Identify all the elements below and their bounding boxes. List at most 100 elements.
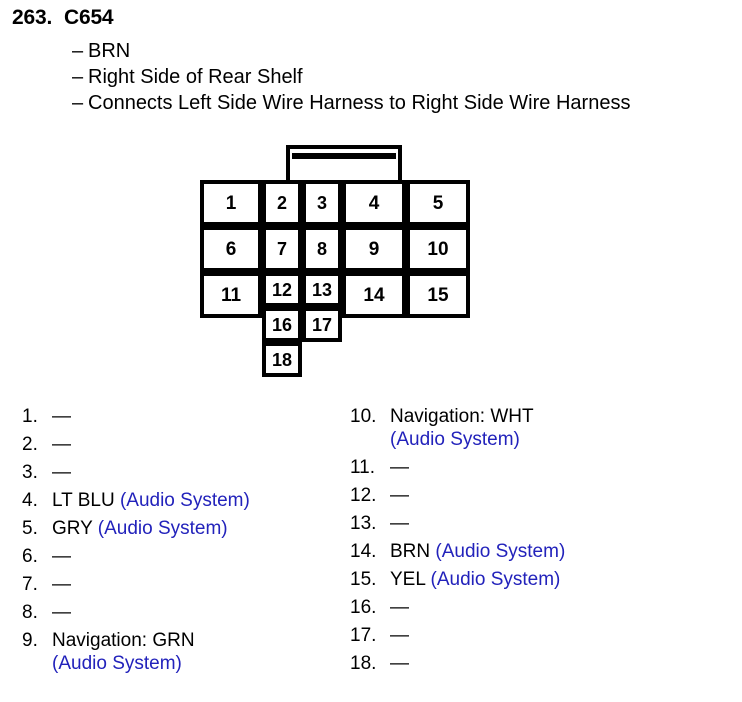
pin-empty-marker: —: [390, 513, 409, 534]
pin-number: 15.: [350, 569, 377, 590]
connector-pin-cell-9: 9: [342, 226, 406, 272]
pin-number: 16.: [350, 597, 377, 618]
pin-list-item: 6.—: [22, 545, 342, 568]
pin-value: —: [390, 652, 730, 675]
pin-cell-number: 2: [276, 193, 287, 213]
pin-number: 3.: [22, 462, 38, 483]
pin-system-note: (Audio System): [52, 653, 182, 674]
pin-wire-label: Navigation: GRN: [52, 630, 195, 651]
connector-pin-cell-8: 8: [302, 226, 342, 272]
description-bullet: –Right Side of Rear Shelf: [72, 64, 630, 90]
connector-id: C654: [64, 6, 114, 29]
pin-list-item: 11.—: [350, 456, 730, 479]
pin-system-note: (Audio System): [97, 518, 228, 539]
connector-pin-cell-13: 13: [302, 272, 342, 307]
pin-cell-number: 12: [271, 279, 293, 300]
pin-list-item: 8. —: [22, 601, 342, 624]
pin-system-note: (Audio System): [390, 429, 520, 450]
pin-number: 17.: [350, 625, 377, 646]
pin-value: BRN (Audio System): [390, 540, 730, 563]
pin-cell-number: 8: [316, 239, 327, 259]
pin-list-item: 13. —: [350, 512, 730, 535]
pin-value: LT BLU (Audio System): [52, 489, 342, 512]
pin-cell-number: 11: [220, 284, 242, 306]
pin-list-item: 9.Navigation: GRN(Audio System): [22, 629, 342, 675]
pin-cell-number: 1: [225, 192, 237, 214]
connector-description-list: –BRN–Right Side of Rear Shelf–Connects L…: [72, 38, 630, 116]
pin-empty-marker: —: [390, 653, 409, 674]
pin-wire-label: BRN: [390, 541, 436, 562]
pin-value: —: [390, 512, 730, 535]
pin-list-item: 1. —: [22, 405, 342, 428]
pin-list-item: 15. YEL (Audio System): [350, 568, 730, 591]
pin-number: 8.: [22, 602, 38, 623]
pin-cell-number: 10: [427, 238, 449, 260]
pin-list-right: 10.Navigation: WHT(Audio System)11.—12.—…: [350, 405, 730, 680]
pin-number: 18.: [350, 653, 377, 674]
pin-value: —: [52, 461, 342, 484]
pin-list-item: 7.—: [22, 573, 342, 596]
pin-empty-marker: —: [390, 485, 409, 506]
pin-number: 14.: [350, 541, 377, 562]
pin-cell-number: 15: [427, 284, 449, 306]
description-bullet-text: Connects Left Side Wire Harness to Right…: [88, 92, 631, 114]
connector-pin-cell-17: 17: [302, 307, 342, 342]
pin-value: —: [390, 624, 730, 647]
pin-value: —: [390, 484, 730, 507]
pin-value: —: [52, 601, 342, 624]
bullet-dash-icon: –: [72, 92, 84, 114]
pin-list-item: 2. —: [22, 433, 342, 456]
pin-empty-marker: —: [52, 434, 71, 455]
bullet-dash-icon: –: [72, 66, 84, 88]
pin-empty-marker: —: [52, 462, 71, 483]
pin-number: 10.: [350, 406, 377, 427]
connector-pin-cell-14: 14: [342, 272, 406, 318]
pin-empty-marker: —: [52, 546, 71, 567]
connector-pin-cell-12: 12: [262, 272, 302, 307]
pin-cell-number: 4: [368, 192, 380, 214]
pin-system-note: (Audio System): [435, 541, 566, 562]
item-number: 263.: [12, 6, 53, 29]
pin-cell-number: 6: [225, 238, 237, 260]
pin-number: 13.: [350, 513, 377, 534]
connector-pin-cell-4: 4: [342, 180, 406, 226]
pin-system-note: (Audio System): [430, 569, 561, 590]
pin-value: YEL (Audio System): [390, 568, 730, 591]
pin-value: Navigation: WHT(Audio System): [390, 405, 730, 451]
connector-pin-cell-15: 15: [406, 272, 470, 318]
pin-cell-number: 14: [363, 284, 385, 306]
pin-number: 1.: [22, 406, 38, 427]
pin-cell-number: 18: [271, 349, 293, 370]
pin-list-item: 3. —: [22, 461, 342, 484]
pin-wire-label: LT BLU: [52, 490, 120, 511]
description-bullet: –Connects Left Side Wire Harness to Righ…: [72, 90, 630, 116]
pin-number: 2.: [22, 434, 38, 455]
pin-wire-label: Navigation: WHT: [390, 406, 534, 427]
pin-empty-marker: —: [390, 625, 409, 646]
pin-cell-number: 13: [311, 279, 333, 300]
pin-empty-marker: —: [52, 406, 71, 427]
pin-value: —: [390, 596, 730, 619]
description-bullet-text: BRN: [88, 40, 131, 62]
pin-list-item: 12.—: [350, 484, 730, 507]
pin-wire-label: GRY: [52, 518, 98, 539]
pin-cell-number: 17: [311, 314, 333, 335]
pin-value: GRY (Audio System): [52, 517, 342, 540]
page-title: 263. C654: [12, 6, 114, 30]
pin-value: —: [390, 456, 730, 479]
pin-number: 5.: [22, 518, 38, 539]
pin-value: —: [52, 573, 342, 596]
pin-list-item: 16. —: [350, 596, 730, 619]
connector-pin-cell-5: 5: [406, 180, 470, 226]
pin-cell-number: 3: [316, 193, 327, 213]
connector-pin-cell-10: 10: [406, 226, 470, 272]
connector-pin-cell-7: 7: [262, 226, 302, 272]
connector-pin-cell-2: 2: [262, 180, 302, 226]
connector-latch-tab: [286, 145, 402, 182]
pin-number: 4.: [22, 490, 38, 511]
pin-value: Navigation: GRN(Audio System): [52, 629, 342, 675]
connector-pin-cell-1: 1: [200, 180, 262, 226]
pin-value: —: [52, 545, 342, 568]
pin-cell-number: 5: [432, 192, 444, 214]
